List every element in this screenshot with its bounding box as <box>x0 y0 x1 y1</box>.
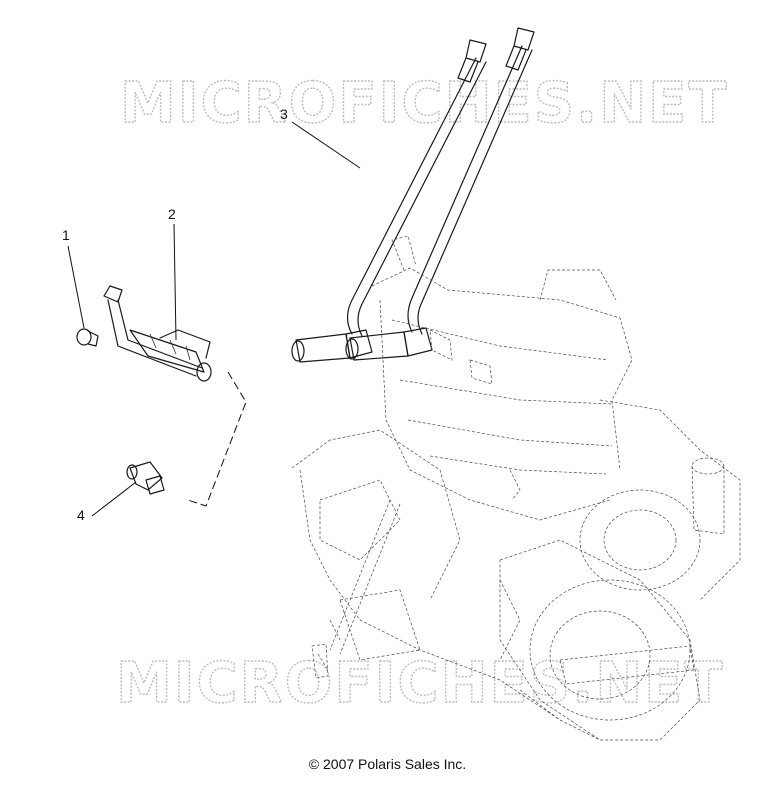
fuel-rail <box>103 285 212 382</box>
callout-2: 2 <box>168 206 176 222</box>
watermark-bottom: MICROFICHES.NET <box>116 651 725 716</box>
connector <box>126 461 165 495</box>
watermark-top: MICROFICHES.NET <box>120 71 729 136</box>
copyright-notice: © 2007 Polaris Sales Inc. <box>308 756 467 772</box>
callout-4: 4 <box>77 507 85 523</box>
engine-block <box>291 235 741 741</box>
callout-1: 1 <box>62 227 70 243</box>
callout-3: 3 <box>280 106 288 122</box>
bolt <box>76 328 99 347</box>
explode-bracket <box>187 371 247 507</box>
spark-plug-wires <box>291 27 535 363</box>
leader-lines <box>67 121 361 517</box>
